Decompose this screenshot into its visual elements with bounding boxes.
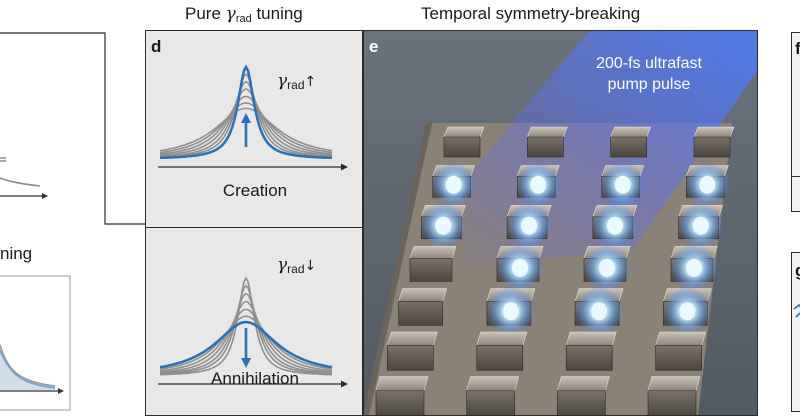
pump-pulse-label: 200-fs ultrafast pump pulse [554, 53, 744, 95]
lorentzian-curve [159, 308, 333, 372]
panel-e: e 200-fs ultrafast pump pulse [363, 30, 758, 416]
partial-axis-arrow-top [42, 193, 48, 199]
lorentzian-curve [159, 292, 333, 374]
highlight-curve [159, 320, 333, 369]
nanostructure-array [375, 126, 735, 415]
nanoblock [556, 376, 610, 415]
panel-d-letter: d [151, 37, 162, 56]
lorentzian-curve [159, 88, 333, 157]
nanoblock [409, 246, 457, 282]
panel-d: d γrad↑ Creation γrad↓ Annihilation [145, 30, 363, 416]
creation-gamma: γ [277, 71, 288, 91]
nanoblock [655, 331, 707, 371]
excited-nanoblock [662, 286, 712, 336]
creation-gamma-label: γrad↑ [277, 71, 316, 92]
lorentzian-curve [159, 315, 333, 370]
panel-e-letter: e [369, 37, 379, 56]
connector-line [0, 32, 145, 225]
lorentzian-curve [159, 80, 333, 158]
nanoblock [526, 126, 568, 158]
lorentzian-curve [159, 95, 333, 155]
annihilation-gamma: γ [277, 255, 288, 275]
annihilation-gamma-sub: rad [287, 262, 305, 276]
pump-label-line2: pump pulse [607, 76, 691, 93]
partial-curve-top [0, 177, 41, 187]
axis-arrow-icon [341, 163, 348, 171]
creation-label: Creation [222, 181, 288, 200]
panel-d-divider [146, 227, 362, 228]
nanoblock [375, 376, 429, 415]
pure-tuning-caption: Pure γrad tuning [185, 4, 303, 25]
annihilation-gamma-label: γrad↓ [277, 255, 316, 276]
nanoblock [693, 126, 735, 158]
arrowhead-icon [241, 113, 251, 123]
lorentzian-curve [159, 102, 333, 154]
lorentzian-curve [159, 300, 333, 373]
lorentzian-curve [159, 284, 333, 375]
nanoblock [565, 331, 617, 371]
nanoblock [476, 331, 528, 371]
nanoblock [443, 126, 485, 158]
excited-nanoblock [420, 202, 467, 250]
down-arrow-icon: ↓ [304, 258, 317, 274]
up-arrow-icon: ↑ [304, 74, 317, 90]
axis-arrow-icon [341, 380, 348, 388]
pure-tuning-suffix: tuning [251, 4, 303, 23]
nanoblock [398, 288, 448, 326]
temporal-caption: Temporal symmetry-breaking [421, 4, 641, 23]
creation-gamma-sub: rad [287, 78, 305, 92]
excited-nanoblock [574, 286, 624, 336]
annihilation-plot [158, 276, 348, 388]
excited-nanoblock [486, 286, 536, 336]
lorentzian-curve [159, 107, 333, 152]
excited-nanoblock [591, 202, 639, 250]
excited-nanoblock [505, 202, 553, 250]
pump-label-line1: 200-fs ultrafast [596, 55, 702, 72]
creation-plot [158, 64, 348, 171]
lorentzian-curve [159, 276, 333, 376]
excited-nanoblock [600, 162, 646, 208]
panel-g-partial: g [791, 252, 800, 412]
left-partial-panels [0, 32, 145, 411]
panel-f-letter: f [795, 39, 800, 58]
annihilation-label: Annihilation [211, 369, 299, 388]
nanoblock [610, 126, 652, 158]
arrowhead-icon [241, 358, 251, 368]
panel-g-letter: g [795, 261, 800, 281]
nanoblock [386, 331, 438, 371]
excited-nanoblock [515, 162, 561, 208]
panel-f-partial: f [791, 32, 800, 212]
lorentzian-curve [159, 73, 333, 158]
excited-nanoblock [677, 202, 724, 250]
pure-tuning-gamma: γ [225, 4, 236, 24]
highlight-curve [159, 64, 333, 159]
excited-nanoblock [431, 162, 477, 208]
left-partial-caption: ning [0, 244, 33, 263]
metasurface-scene [364, 31, 757, 415]
excited-nanoblock [684, 162, 730, 208]
excited-nanoblock [583, 243, 631, 292]
nanoblock [647, 376, 701, 415]
pure-tuning-sub: rad [235, 13, 252, 25]
excited-nanoblock [670, 243, 718, 292]
pure-tuning-prefix: Pure [185, 4, 226, 23]
nanoblock [466, 376, 520, 415]
excited-nanoblock [496, 243, 544, 292]
